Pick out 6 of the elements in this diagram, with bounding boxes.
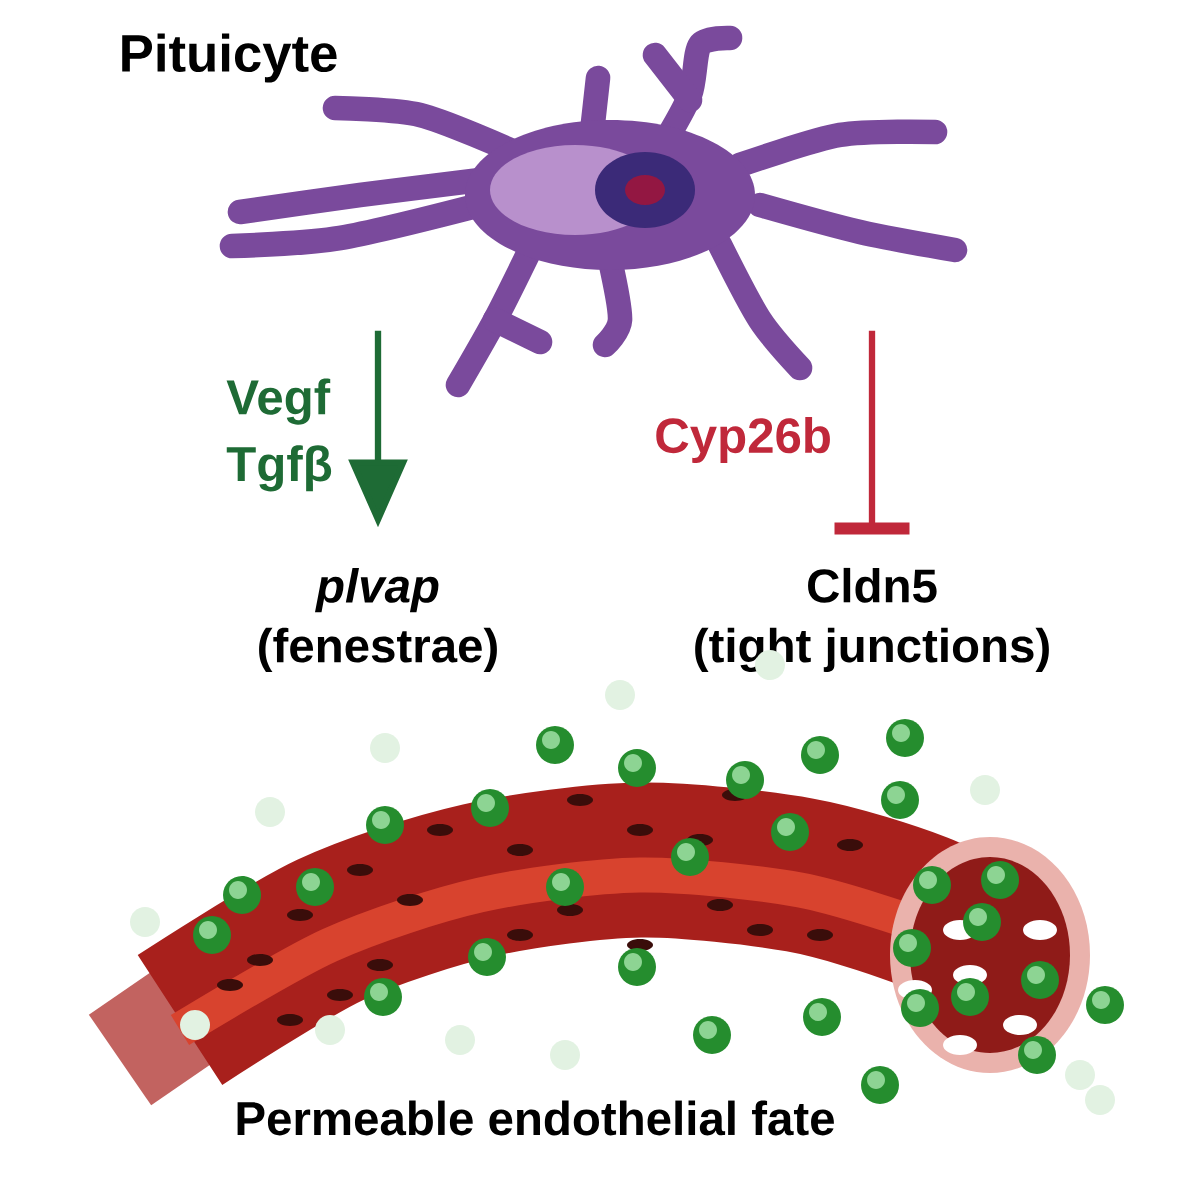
arrow bbox=[834, 330, 910, 535]
edge-label: Vegf Tgfβ bbox=[226, 378, 332, 492]
heading: Pituicyte bbox=[122, 33, 337, 83]
edge-label: Cyp26b bbox=[656, 417, 830, 463]
gene-label: plvap (fenestrae) bbox=[259, 568, 497, 672]
caption-label: Permeable endothelial fate bbox=[237, 1100, 834, 1136]
